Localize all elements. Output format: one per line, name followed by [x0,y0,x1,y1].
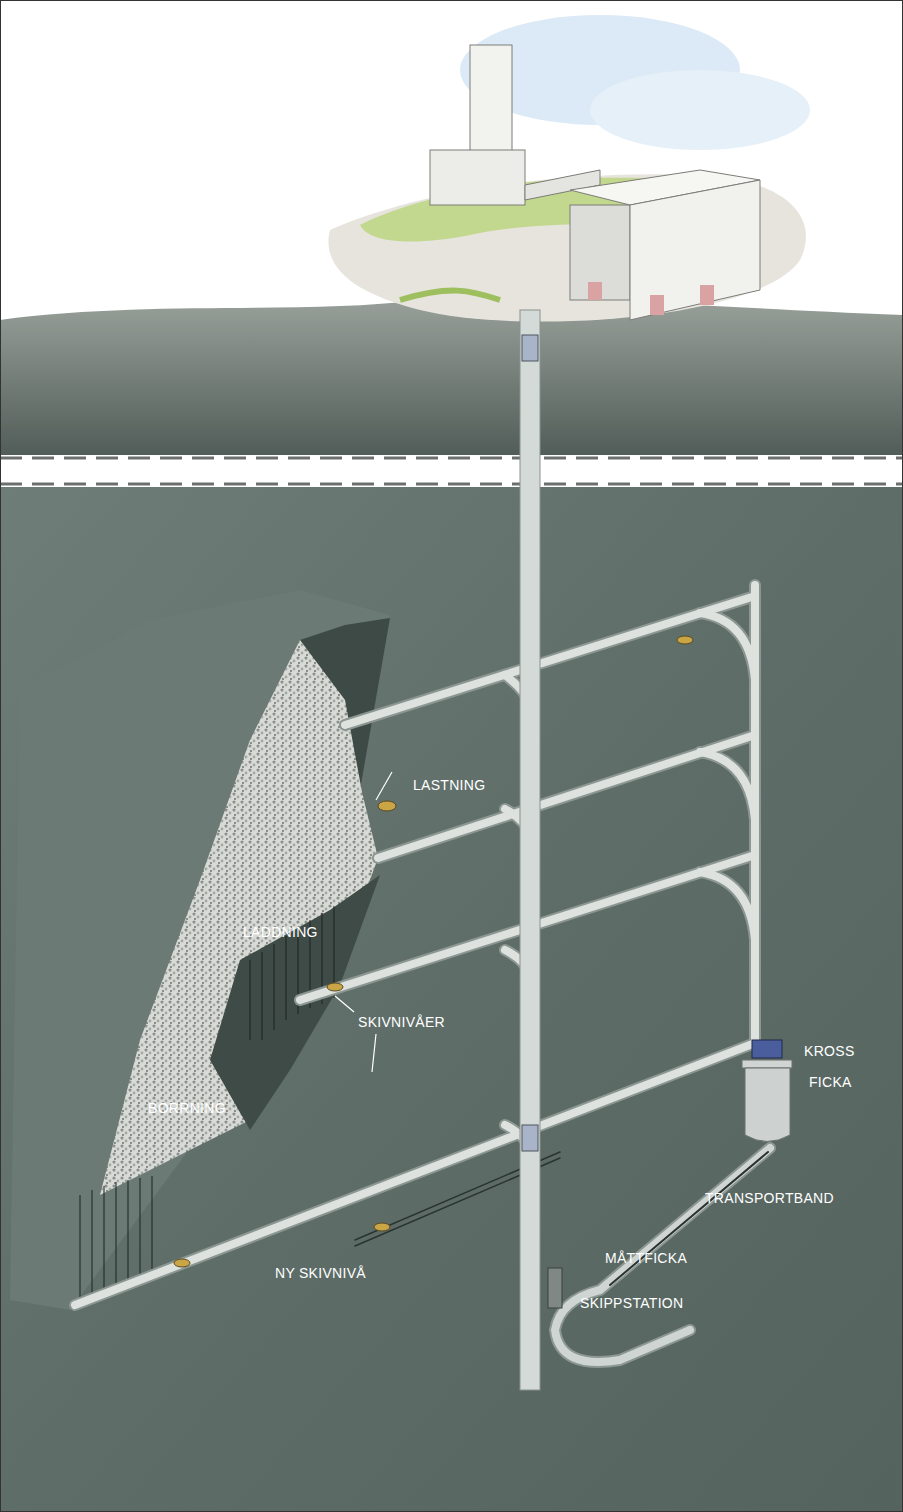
part-label: NY SKIVNIVÅ [275,1265,366,1281]
part-label: MÅTTFICKA [605,1250,687,1266]
part-label: SKIPPSTATION [580,1295,683,1311]
part-label: LASTNING [413,777,485,793]
part-label: BORRNING [148,1100,226,1116]
part-label: FICKA [809,1074,852,1090]
part-label: LADDNING [243,924,318,940]
part-label: KROSS [804,1043,855,1059]
part-label: TRANSPORTBAND [705,1190,834,1206]
part-label: SKIVNIVÅER [358,1014,445,1030]
